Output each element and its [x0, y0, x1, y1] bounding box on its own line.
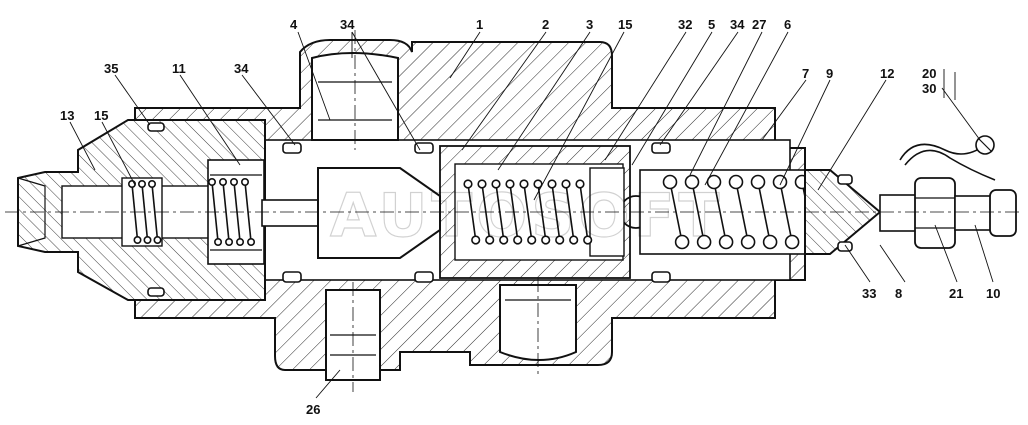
callout-1: 1: [476, 17, 483, 32]
spring-coil: [696, 234, 712, 250]
spring-wire: [713, 181, 727, 243]
spring-wire: [151, 183, 159, 241]
spring-wire: [669, 181, 683, 243]
callout-15a: 15: [94, 108, 108, 123]
bottom-port-middle: [499, 278, 577, 378]
spring-coil: [728, 174, 744, 190]
spring-coil: [499, 235, 509, 245]
spring-coil: [241, 178, 250, 187]
spring-coil: [684, 174, 700, 190]
spring-coil: [133, 236, 142, 245]
spring-coil: [230, 178, 239, 187]
right-spring: [662, 174, 822, 250]
callout-27: 27: [752, 17, 766, 32]
spring-coil: [575, 179, 585, 189]
valve-stem: [261, 167, 653, 259]
spring-coil: [784, 234, 800, 250]
spring-coil: [219, 178, 228, 187]
callout-30: 30: [922, 81, 936, 96]
callout-34b: 34: [730, 17, 745, 32]
spring-coil: [477, 179, 487, 189]
spring-coil: [762, 234, 778, 250]
spring-coil: [463, 179, 473, 189]
callout-21: 21: [949, 286, 963, 301]
spring-coil: [569, 235, 579, 245]
spring-coil: [718, 234, 734, 250]
spring-coil: [214, 238, 223, 247]
spring-coil: [513, 235, 523, 245]
callout-8: 8: [895, 286, 902, 301]
spring-coil: [485, 235, 495, 245]
callout-labels: 1 2 3 4 5 6 7 8 9 10 11 12 13 15 15 20 2…: [60, 17, 1000, 417]
spring-coil: [547, 179, 557, 189]
spring-wire: [141, 183, 149, 241]
spring-coil: [583, 235, 593, 245]
spring-coil: [143, 236, 152, 245]
spring-coil: [153, 236, 162, 245]
callout-34a: 34: [340, 17, 355, 32]
spring-coil: [740, 234, 756, 250]
centre-spring: [463, 179, 593, 245]
spring-coil: [662, 174, 678, 190]
spring-coil: [236, 238, 245, 247]
spring-wire: [565, 183, 575, 241]
spring-coil: [138, 180, 147, 189]
lock-nut: [914, 177, 956, 249]
callout-10: 10: [986, 286, 1000, 301]
spring-coil: [561, 179, 571, 189]
callout-32: 32: [678, 17, 692, 32]
spring-coil: [505, 179, 515, 189]
spring-coil: [674, 234, 690, 250]
spring-coil: [225, 238, 234, 247]
leader-lines: [69, 31, 994, 399]
callout-34c: 34: [234, 61, 249, 76]
watermark: AUTOSOFT: [330, 181, 723, 251]
bottom-port-left: [325, 282, 381, 392]
spring-wire: [467, 183, 477, 241]
spring-coil: [750, 174, 766, 190]
spring-coil: [148, 180, 157, 189]
spring-coil: [519, 179, 529, 189]
callout-7: 7: [802, 66, 809, 81]
spring-coil: [491, 179, 501, 189]
cap-screw: [954, 189, 1017, 237]
callout-11: 11: [172, 61, 186, 76]
callout-35: 35: [104, 61, 118, 76]
spring-coil: [541, 235, 551, 245]
seal-wire: [899, 135, 996, 181]
callout-2: 2: [542, 17, 549, 32]
callout-4: 4: [290, 17, 298, 32]
callout-15b: 15: [618, 17, 632, 32]
callout-5: 5: [708, 17, 715, 32]
callout-12: 12: [880, 66, 894, 81]
callout-3: 3: [586, 17, 593, 32]
spring-coil: [208, 178, 217, 187]
callout-33: 33: [862, 286, 876, 301]
o-ring-seals: [147, 122, 853, 297]
callout-20: 20: [922, 66, 936, 81]
callout-9: 9: [826, 66, 833, 81]
callout-13: 13: [60, 108, 74, 123]
spring-coil: [533, 179, 543, 189]
spring-coil: [772, 174, 788, 190]
spring-coil: [527, 235, 537, 245]
spring-wire: [523, 183, 533, 241]
spring-coil: [471, 235, 481, 245]
spring-wire: [222, 181, 230, 243]
callout-6: 6: [784, 17, 791, 32]
spring-coil: [555, 235, 565, 245]
spring-coil: [706, 174, 722, 190]
callout-26: 26: [306, 402, 320, 417]
spring-coil: [247, 238, 256, 247]
